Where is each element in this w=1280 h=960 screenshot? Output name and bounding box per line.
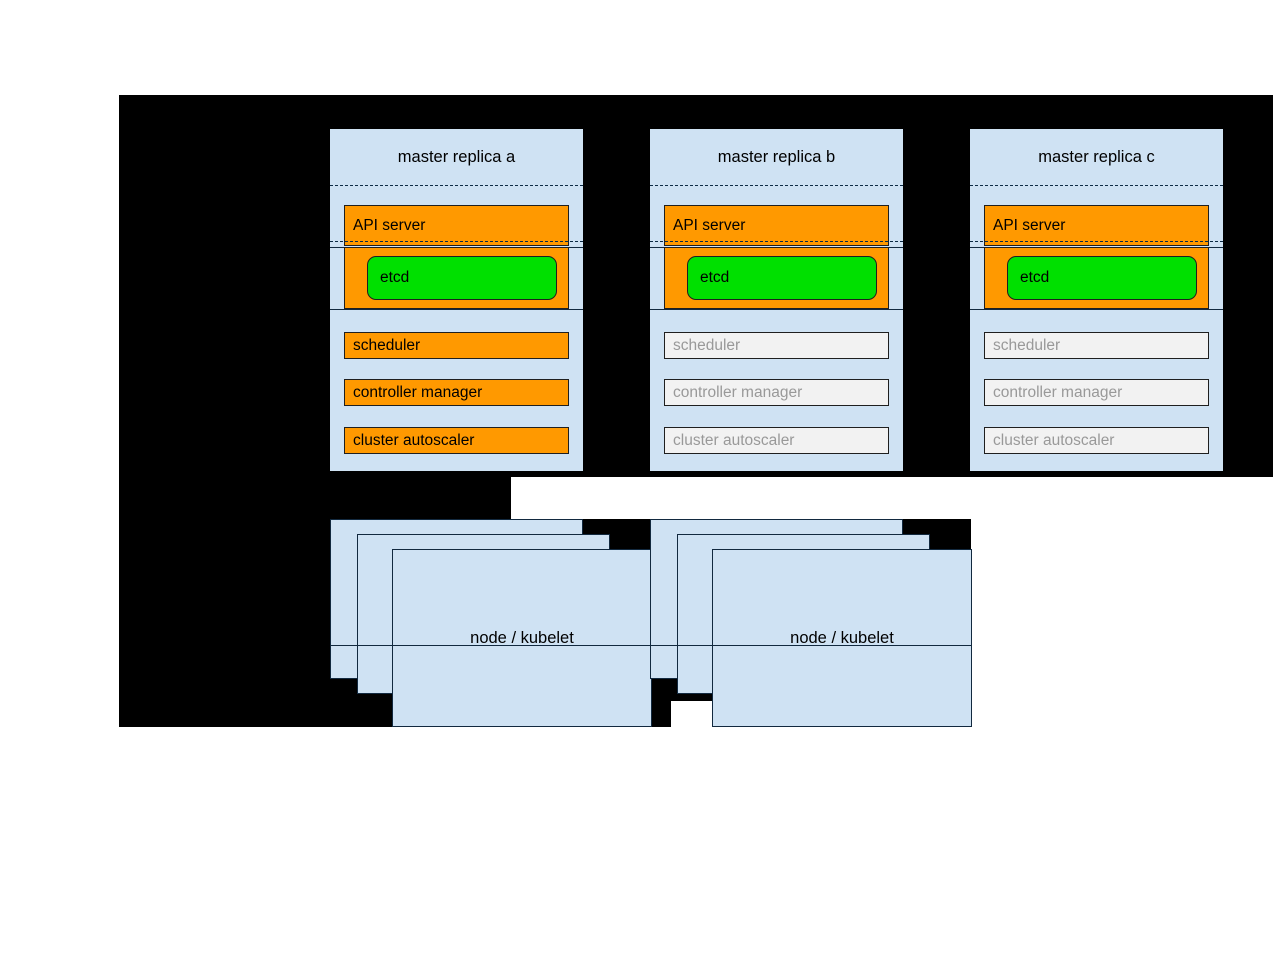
api-server-label: API server xyxy=(673,216,746,234)
replica-header-divider xyxy=(650,185,903,186)
api-server-dashed-line xyxy=(330,241,583,242)
api-server-dashed-line xyxy=(970,241,1223,242)
api-server-box[interactable]: API server xyxy=(664,205,889,246)
component-label: cluster autoscaler xyxy=(353,431,475,449)
component-label: scheduler xyxy=(353,336,421,354)
replica-header-divider xyxy=(970,185,1223,186)
component-cluster-autoscaler[interactable]: cluster autoscaler xyxy=(344,427,569,454)
node-stack-1-front[interactable]: node / kubelet xyxy=(392,549,652,727)
component-controller-manager[interactable]: controller manager xyxy=(344,379,569,406)
replica-header-divider xyxy=(330,185,583,186)
etcd-container[interactable]: etcd xyxy=(664,247,889,309)
component-label: scheduler xyxy=(993,336,1061,354)
node-kubelet-label: node / kubelet xyxy=(470,628,574,647)
node-stack-1-crossline xyxy=(330,645,652,646)
component-label: controller manager xyxy=(993,383,1123,401)
etcd-label: etcd xyxy=(700,269,730,286)
api-server-box[interactable]: API server xyxy=(984,205,1209,246)
api-server-box[interactable]: API server xyxy=(344,205,569,246)
component-label: cluster autoscaler xyxy=(993,431,1115,449)
master-replica-c[interactable]: master replica c API server etcd schedul… xyxy=(970,129,1223,471)
etcd-container[interactable]: etcd xyxy=(344,247,569,309)
node-stack-2-crossline xyxy=(650,645,972,646)
etcd-box[interactable]: etcd xyxy=(687,256,877,300)
component-cluster-autoscaler[interactable]: cluster autoscaler xyxy=(984,427,1209,454)
replica-title: master replica b xyxy=(717,147,836,166)
etcd-label: etcd xyxy=(1020,269,1050,286)
api-server-dashed-line xyxy=(650,241,903,242)
replica-title: master replica a xyxy=(397,147,516,166)
etcd-bottom-line xyxy=(330,309,583,310)
component-label: cluster autoscaler xyxy=(673,431,795,449)
etcd-box[interactable]: etcd xyxy=(367,256,557,300)
etcd-label: etcd xyxy=(380,269,410,286)
node-stack-2-front[interactable]: node / kubelet xyxy=(712,549,972,727)
etcd-bottom-line xyxy=(650,309,903,310)
etcd-container[interactable]: etcd xyxy=(984,247,1209,309)
component-label: controller manager xyxy=(673,383,803,401)
component-scheduler[interactable]: scheduler xyxy=(664,332,889,359)
component-scheduler[interactable]: scheduler xyxy=(344,332,569,359)
master-replica-b[interactable]: master replica b API server etcd schedul… xyxy=(650,129,903,471)
component-cluster-autoscaler[interactable]: cluster autoscaler xyxy=(664,427,889,454)
etcd-box[interactable]: etcd xyxy=(1007,256,1197,300)
api-server-label: API server xyxy=(993,216,1066,234)
component-controller-manager[interactable]: controller manager xyxy=(984,379,1209,406)
master-replica-a[interactable]: master replica a API server etcd schedul… xyxy=(330,129,583,471)
replica-title: master replica c xyxy=(1038,147,1155,166)
etcd-bottom-line xyxy=(970,309,1223,310)
component-label: controller manager xyxy=(353,383,483,401)
component-label: scheduler xyxy=(673,336,741,354)
component-scheduler[interactable]: scheduler xyxy=(984,332,1209,359)
node-kubelet-label: node / kubelet xyxy=(790,628,894,647)
api-server-label: API server xyxy=(353,216,426,234)
component-controller-manager[interactable]: controller manager xyxy=(664,379,889,406)
